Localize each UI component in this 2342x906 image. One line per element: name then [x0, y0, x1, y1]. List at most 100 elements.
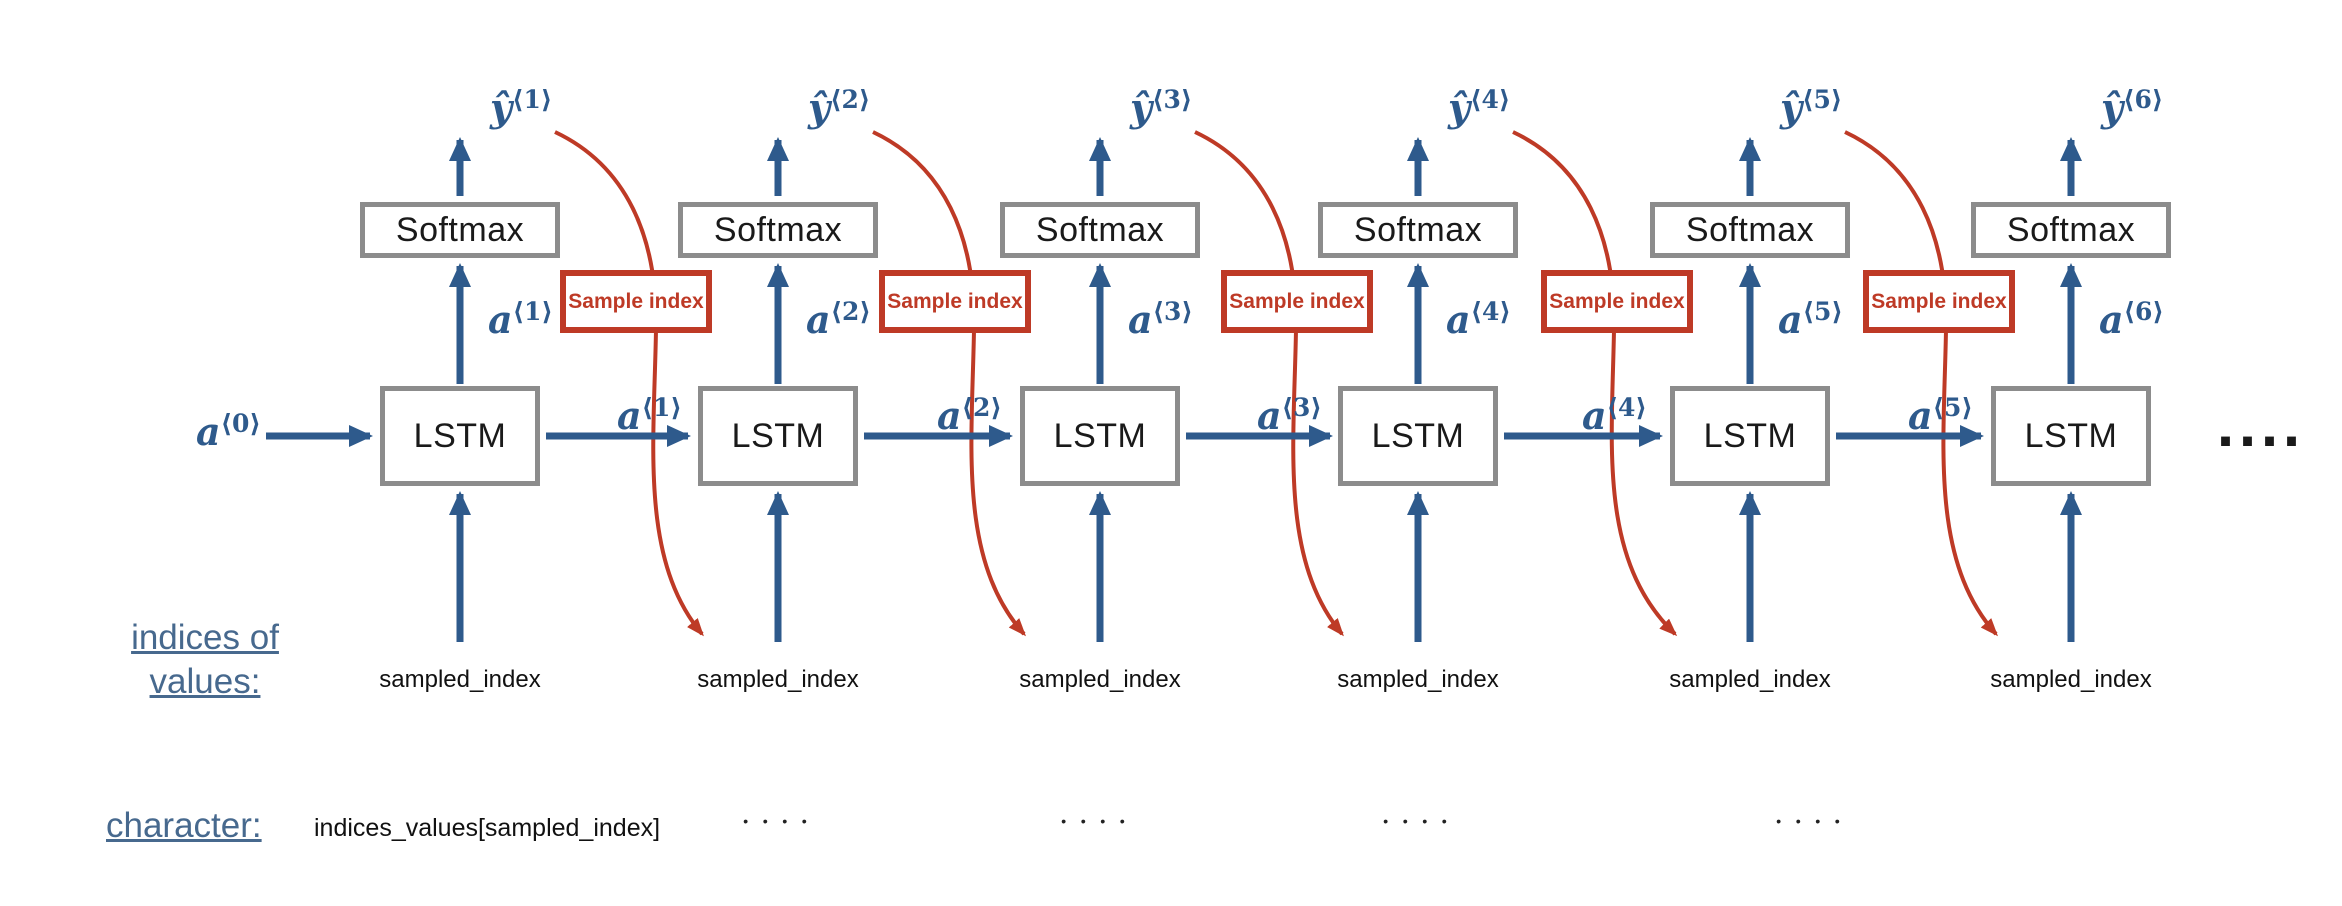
softmax-label: Softmax	[1035, 210, 1165, 249]
softmax-label: Softmax	[1685, 210, 1815, 249]
lstm-box-3: LSTM	[1020, 386, 1180, 486]
sampled-index-text-4: sampled_index	[1337, 666, 1499, 693]
activation-label-1: a⟨1⟩	[488, 297, 553, 347]
lstm-box-6: LSTM	[1991, 386, 2151, 486]
continuation-dots: ....	[2216, 400, 2304, 458]
softmax-box-3: Softmax	[1000, 202, 1200, 258]
activation-var: a	[806, 297, 831, 342]
activation-label-5: a⟨5⟩	[1778, 297, 1843, 347]
a0-label: a⟨0⟩	[196, 409, 261, 459]
sample-index-box-2: Sample index	[879, 270, 1031, 333]
activation-sup: ⟨2⟩	[830, 297, 871, 326]
y-hat-sup: ⟨6⟩	[2123, 85, 2164, 114]
activation-var: a	[2099, 297, 2124, 342]
softmax-box-5: Softmax	[1650, 202, 1850, 258]
sample-index-box-4: Sample index	[1541, 270, 1693, 333]
hidden-state-label-2: a⟨2⟩	[937, 393, 1002, 443]
activation-sup: ⟨4⟩	[1470, 297, 1511, 326]
activation-sup: ⟨5⟩	[1802, 297, 1843, 326]
indices-of-values-line2: values:	[149, 662, 261, 701]
activation-var: a	[1778, 297, 1803, 342]
activation-sup: ⟨3⟩	[1152, 297, 1193, 326]
activation-label-6: a⟨6⟩	[2099, 297, 2164, 347]
lstm-box-1: LSTM	[380, 386, 540, 486]
hidden-state-var: a	[937, 393, 962, 438]
y-hat-sup: ⟨5⟩	[1802, 85, 1843, 114]
hidden-state-var: a	[617, 393, 642, 438]
y-hat-label-2: ŷ⟨2⟩	[808, 85, 871, 135]
softmax-box-1: Softmax	[360, 202, 560, 258]
sample-index-box-1: Sample index	[560, 270, 712, 333]
y-hat-var: ŷ	[1448, 85, 1471, 130]
sampled-index-text-5: sampled_index	[1669, 666, 1831, 693]
hidden-state-sup: ⟨2⟩	[961, 393, 1002, 422]
indices-values-expression: indices_values[sampled_index]	[314, 814, 661, 842]
softmax-label: Softmax	[713, 210, 843, 249]
activation-label-2: a⟨2⟩	[806, 297, 871, 347]
y-hat-var: ŷ	[1780, 85, 1803, 130]
sample-index-label: Sample index	[1871, 289, 2007, 313]
lstm-box-4: LSTM	[1338, 386, 1498, 486]
activation-sup: ⟨6⟩	[2123, 297, 2164, 326]
lstm-label: LSTM	[1371, 416, 1465, 455]
hidden-state-sup: ⟨1⟩	[641, 393, 682, 422]
y-hat-label-3: ŷ⟨3⟩	[1130, 85, 1193, 135]
hidden-state-sup: ⟨4⟩	[1606, 393, 1647, 422]
sampled-index-text-3: sampled_index	[1019, 666, 1181, 693]
hidden-state-sup: ⟨3⟩	[1281, 393, 1322, 422]
indices-of-values-label: indices of values:	[100, 616, 310, 704]
activation-label-3: a⟨3⟩	[1128, 297, 1193, 347]
y-hat-sup: ⟨3⟩	[1152, 85, 1193, 114]
ellipsis-dots-4: ....	[1773, 796, 1853, 831]
ellipsis-dots-2: ....	[1058, 796, 1138, 831]
y-hat-var: ŷ	[2101, 85, 2124, 130]
y-hat-sup: ⟨4⟩	[1470, 85, 1511, 114]
activation-var: a	[1446, 297, 1471, 342]
softmax-box-6: Softmax	[1971, 202, 2171, 258]
y-hat-var: ŷ	[1130, 85, 1153, 130]
y-hat-sup: ⟨1⟩	[512, 85, 553, 114]
hidden-state-label-5: a⟨5⟩	[1908, 393, 1973, 443]
lstm-label: LSTM	[1703, 416, 1797, 455]
activation-var: a	[1128, 297, 1153, 342]
activation-label-4: a⟨4⟩	[1446, 297, 1511, 347]
activation-sup: ⟨1⟩	[512, 297, 553, 326]
y-hat-label-6: ŷ⟨6⟩	[2101, 85, 2164, 135]
sampled-index-text-6: sampled_index	[1990, 666, 2152, 693]
y-hat-var: ŷ	[490, 85, 513, 130]
softmax-label: Softmax	[1353, 210, 1483, 249]
sample-index-label: Sample index	[1229, 289, 1365, 313]
ellipsis-dots-3: ....	[1380, 796, 1460, 831]
hidden-state-label-3: a⟨3⟩	[1257, 393, 1322, 443]
activation-var: a	[488, 297, 513, 342]
lstm-label: LSTM	[413, 416, 507, 455]
sampled-index-text-1: sampled_index	[379, 666, 541, 693]
y-hat-var: ŷ	[808, 85, 831, 130]
hidden-state-var: a	[1908, 393, 1933, 438]
hidden-state-label-4: a⟨4⟩	[1582, 393, 1647, 443]
lstm-label: LSTM	[731, 416, 825, 455]
lstm-label: LSTM	[1053, 416, 1147, 455]
lstm-box-2: LSTM	[698, 386, 858, 486]
a0-var: a	[196, 409, 221, 454]
y-hat-label-4: ŷ⟨4⟩	[1448, 85, 1511, 135]
y-hat-sup: ⟨2⟩	[830, 85, 871, 114]
softmax-label: Softmax	[395, 210, 525, 249]
character-label: character:	[106, 806, 262, 845]
ellipsis-dots-1: ....	[740, 796, 820, 831]
sample-index-box-3: Sample index	[1221, 270, 1373, 333]
sample-index-label: Sample index	[568, 289, 704, 313]
y-hat-label-1: ŷ⟨1⟩	[490, 85, 553, 135]
sampled-index-text-2: sampled_index	[697, 666, 859, 693]
sample-index-label: Sample index	[1549, 289, 1685, 313]
hidden-state-var: a	[1582, 393, 1607, 438]
sample-index-label: Sample index	[887, 289, 1023, 313]
lstm-box-5: LSTM	[1670, 386, 1830, 486]
indices-of-values-line1: indices of	[131, 618, 279, 657]
y-hat-label-5: ŷ⟨5⟩	[1780, 85, 1843, 135]
a0-sup: ⟨0⟩	[220, 409, 261, 438]
softmax-box-2: Softmax	[678, 202, 878, 258]
softmax-label: Softmax	[2006, 210, 2136, 249]
softmax-box-4: Softmax	[1318, 202, 1518, 258]
